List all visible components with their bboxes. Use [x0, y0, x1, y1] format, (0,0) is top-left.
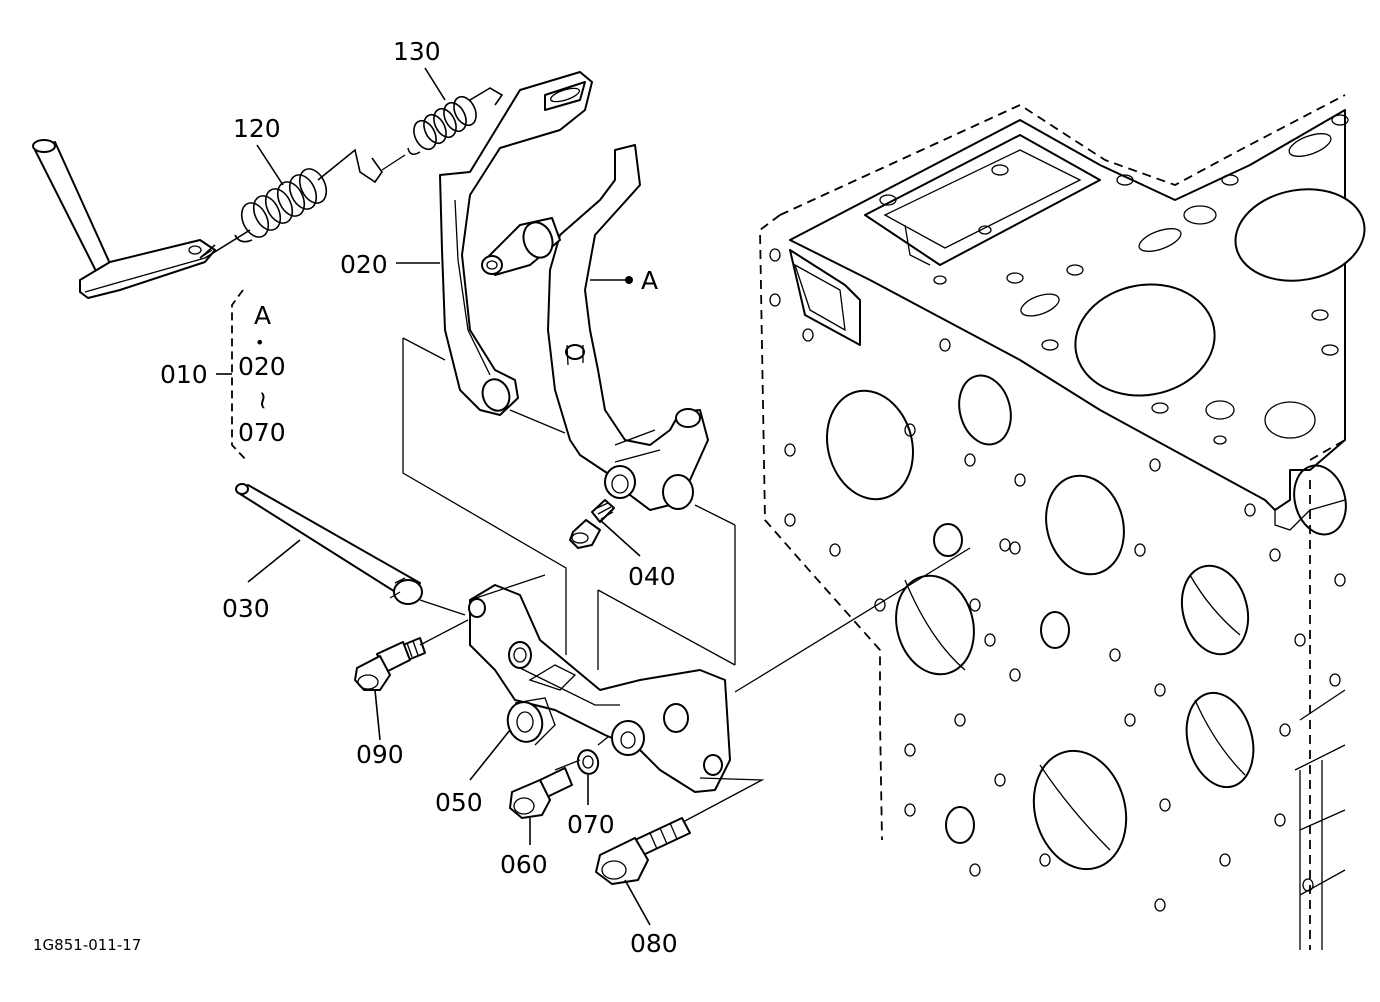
group-bracket-010 [231, 289, 249, 463]
tension-spring-130 [407, 87, 504, 156]
callout-060: 060 [500, 850, 548, 879]
bracket-050 [468, 584, 731, 793]
pin-030 [235, 483, 423, 605]
washer-070 [576, 749, 600, 775]
callout-130: 130 [393, 37, 441, 66]
fork-lever [481, 144, 709, 511]
callout-090: 090 [356, 740, 404, 769]
callout-010: 010 [160, 360, 208, 389]
bolt-040 [569, 499, 615, 549]
reference-dot [625, 276, 633, 284]
assembly-lines [199, 154, 971, 823]
group-label-a: A [254, 301, 271, 330]
group-label-020: 020 [238, 352, 286, 381]
governor-lever-assembly [32, 139, 216, 299]
callout-leaders [216, 67, 651, 926]
callout-040: 040 [628, 562, 676, 591]
group-label-tilde: ~ [249, 390, 278, 411]
callout-070: 070 [567, 810, 615, 839]
callout-020: 020 [340, 250, 388, 279]
group-label-dot: • [255, 333, 264, 352]
bolt-090 [354, 637, 426, 691]
engine-block-drawing [759, 94, 1366, 950]
callout-080: 080 [630, 929, 678, 958]
group-label-070: 070 [238, 418, 286, 447]
callout-a: A [641, 266, 658, 295]
figure-code: 1G851-011-17 [33, 936, 141, 954]
tension-spring-120 [204, 148, 383, 259]
bolt-080 [595, 817, 691, 885]
lever-020 [439, 71, 593, 416]
bolt-060 [509, 767, 573, 819]
callout-050: 050 [435, 788, 483, 817]
callout-030: 030 [222, 594, 270, 623]
callout-120: 120 [233, 114, 281, 143]
